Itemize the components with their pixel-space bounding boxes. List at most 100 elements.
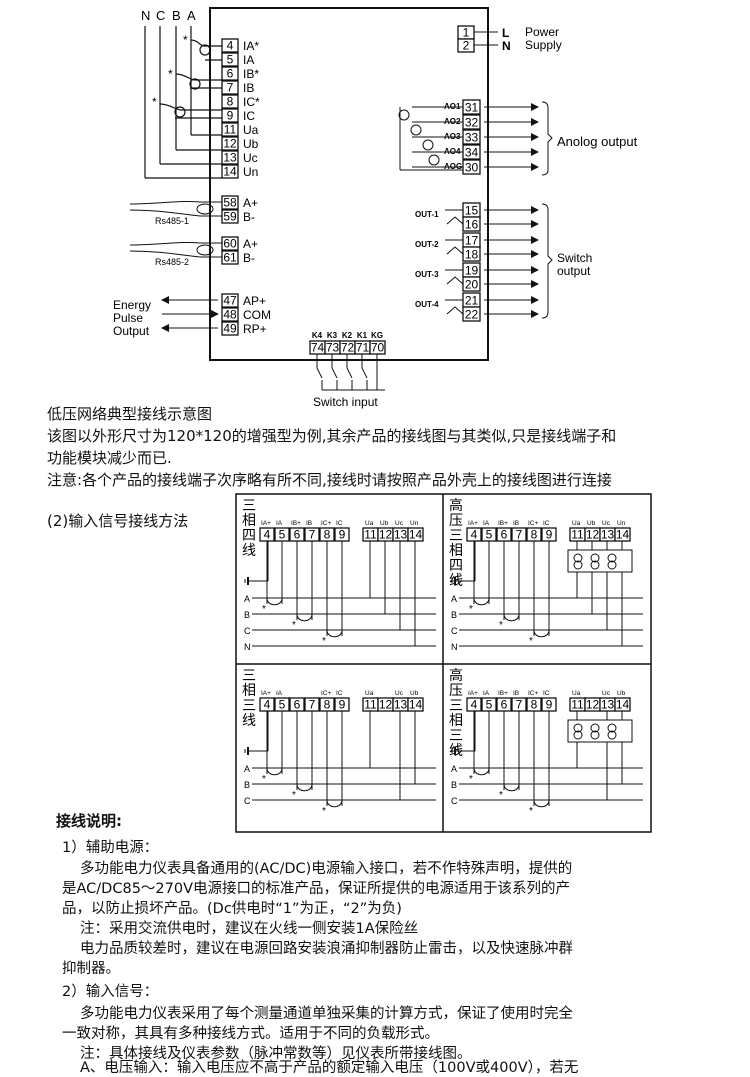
ct-polarity-star: *	[469, 774, 473, 785]
panel-title-char: 相	[242, 512, 256, 528]
voltage-terminal-label: Ua	[365, 690, 374, 697]
terminal-number: 7	[309, 698, 316, 712]
power-pin-label: L	[502, 26, 509, 40]
terminal-number: 30	[465, 161, 479, 175]
phase-label: C	[156, 8, 165, 23]
switch-input-key: K3	[327, 331, 338, 340]
note-line: A、电压输入：输入电压应不高于产品的额定输入电压（100V或400V），若无	[80, 1060, 579, 1076]
notes-heading: 接线说明:	[56, 812, 122, 830]
note-line: 电力品质较差时，建议在电源回路安装浪涌抑制器防止雷击，以及快速脉冲群	[80, 941, 573, 957]
note-line: 抑制器。	[62, 961, 120, 977]
rs485-pin-label: A+	[243, 237, 258, 251]
terminal-number: 12	[379, 528, 393, 542]
terminal-number: 14	[616, 698, 630, 712]
current-terminal-label: IA+	[468, 690, 478, 697]
pt-transformer-group	[567, 719, 633, 743]
voltage-terminal-label: Ua	[572, 520, 581, 527]
terminal-number: 13	[601, 698, 615, 712]
terminal-number: 5	[279, 698, 286, 712]
phase-label: A	[187, 8, 196, 23]
terminal-label: IB	[243, 81, 254, 95]
terminal-label: IC*	[243, 95, 260, 109]
terminal-number: 14	[223, 165, 237, 179]
terminal-number: 32	[465, 116, 479, 130]
terminal-number: 61	[223, 251, 237, 265]
phase-line-label: C	[451, 796, 458, 806]
terminal-number: 14	[409, 698, 423, 712]
ct-polarity-star: *	[529, 636, 533, 647]
energy-pulse-label: Output	[113, 324, 150, 338]
energy-pulse-label: Pulse	[113, 311, 143, 325]
current-terminal-label: IA	[483, 520, 490, 527]
terminal-number: 16	[465, 218, 479, 232]
terminal-label: Uc	[243, 151, 258, 165]
terminal-number: 5	[486, 698, 493, 712]
switch-output-name: OUT-3	[415, 270, 439, 279]
terminal-label: Ua	[243, 123, 259, 137]
energy-pulse-label: Energy	[113, 298, 151, 312]
pulse-pin-label: RP+	[243, 322, 267, 336]
section-title: (2)输入信号接线方法	[47, 512, 189, 530]
current-terminal-label: IC+	[321, 520, 332, 527]
phase-line-label: B	[244, 610, 250, 620]
terminal-number: 33	[465, 131, 479, 145]
note-line: 多功能电力仪表采用了每个测量通道单独采集的计算方式，保证了使用时完全	[80, 1006, 573, 1022]
ct-polarity-star: *	[499, 620, 503, 631]
panel-title-char: 压	[449, 512, 463, 528]
meter-body	[209, 7, 489, 361]
ct-polarity-star: *	[262, 604, 266, 615]
phase-line-label: C	[244, 626, 251, 636]
phase-line-label: A	[244, 594, 250, 604]
switch-input-key: KG	[371, 331, 383, 340]
switch-input-key: K1	[357, 331, 368, 340]
terminal-number: 9	[546, 698, 553, 712]
current-terminal-label: IB	[513, 690, 519, 697]
panel-title-char: 压	[449, 682, 463, 698]
terminal-number: 5	[486, 528, 493, 542]
phase-line-label: A	[451, 764, 457, 774]
svg-text:*: *	[183, 33, 188, 47]
panel-title-char: 相	[449, 712, 463, 728]
terminal-number: 21	[465, 294, 479, 308]
terminal-box	[221, 321, 239, 336]
terminal-box	[221, 136, 239, 151]
current-terminal-label: IC+	[321, 690, 332, 697]
terminal-number: 7	[309, 528, 316, 542]
phase-line-label: B	[244, 780, 250, 790]
terminal-number: 12	[586, 698, 600, 712]
terminal-number: 13	[601, 528, 615, 542]
switch-input-label: Switch input	[313, 395, 378, 409]
voltage-terminal-label: Uc	[602, 520, 611, 527]
voltage-terminal-label: Ub	[380, 520, 389, 527]
phase-line-label: C	[451, 626, 458, 636]
wiring-panel: 三相四线4IA+5IA6IB+7IB8IC+9IC11Ua12Ub13Uc14U…	[242, 497, 436, 652]
terminal-number: 7	[516, 698, 523, 712]
terminal-number: 6	[501, 698, 508, 712]
pt-transformer-group	[567, 549, 633, 573]
terminal-label: IC	[243, 109, 255, 123]
note-s2-title: 2）输入信号：	[62, 984, 159, 1000]
rs485-pin-label: B-	[243, 210, 255, 224]
terminal-number: 31	[465, 101, 479, 115]
terminal-label: IA*	[243, 39, 259, 53]
terminal-number: 4	[264, 528, 271, 542]
terminal-number: 8	[324, 528, 331, 542]
terminal-number: 8	[227, 95, 234, 109]
ct-polarity-star: *	[499, 790, 503, 801]
power-label: Supply	[525, 38, 562, 52]
analog-output-label: Anolog output	[557, 134, 638, 149]
terminal-number: 58	[223, 196, 237, 210]
terminal-number: 14	[616, 528, 630, 542]
current-terminal-label: IA+	[261, 520, 271, 527]
voltage-terminal-label: Uc	[395, 520, 404, 527]
switch-output-label: output	[557, 264, 591, 278]
terminal-number: 11	[364, 698, 377, 712]
switch-input-key: K4	[312, 331, 323, 340]
terminal-number: 48	[223, 308, 237, 322]
voltage-terminal-label: Un	[617, 520, 626, 527]
voltage-terminal-label: Un	[410, 520, 419, 527]
ct-polarity-star: *	[322, 636, 326, 647]
panel-title-char: 三	[242, 697, 256, 713]
terminal-box	[221, 150, 239, 165]
